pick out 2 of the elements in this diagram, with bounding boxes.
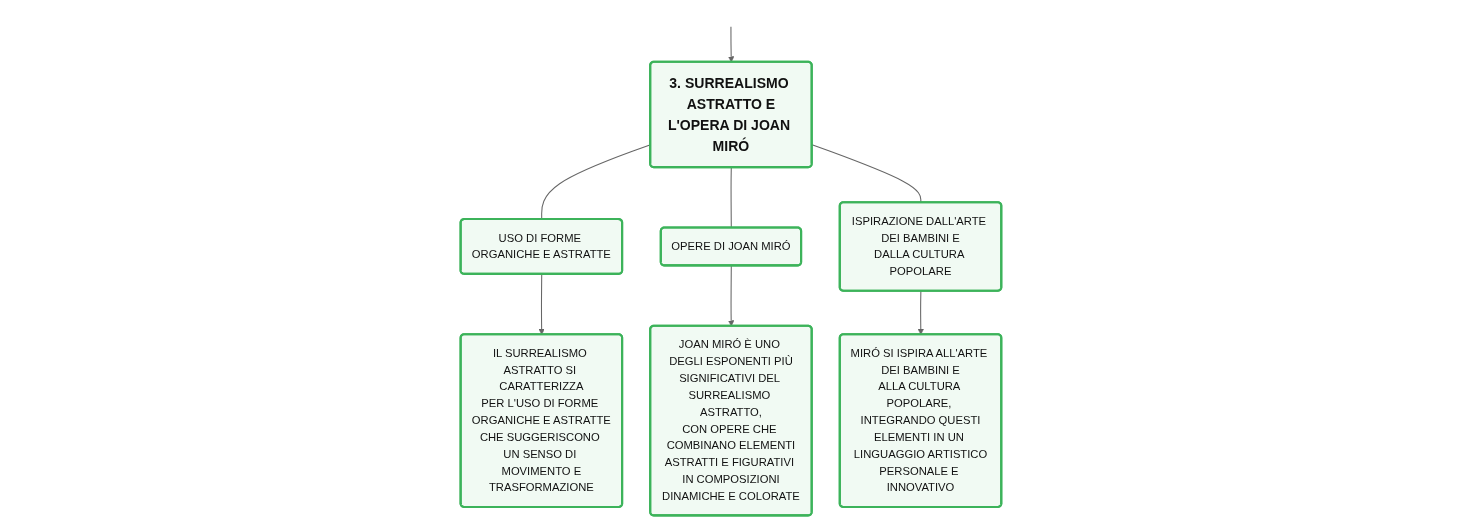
arrow	[917, 290, 924, 335]
arrow	[538, 273, 545, 335]
